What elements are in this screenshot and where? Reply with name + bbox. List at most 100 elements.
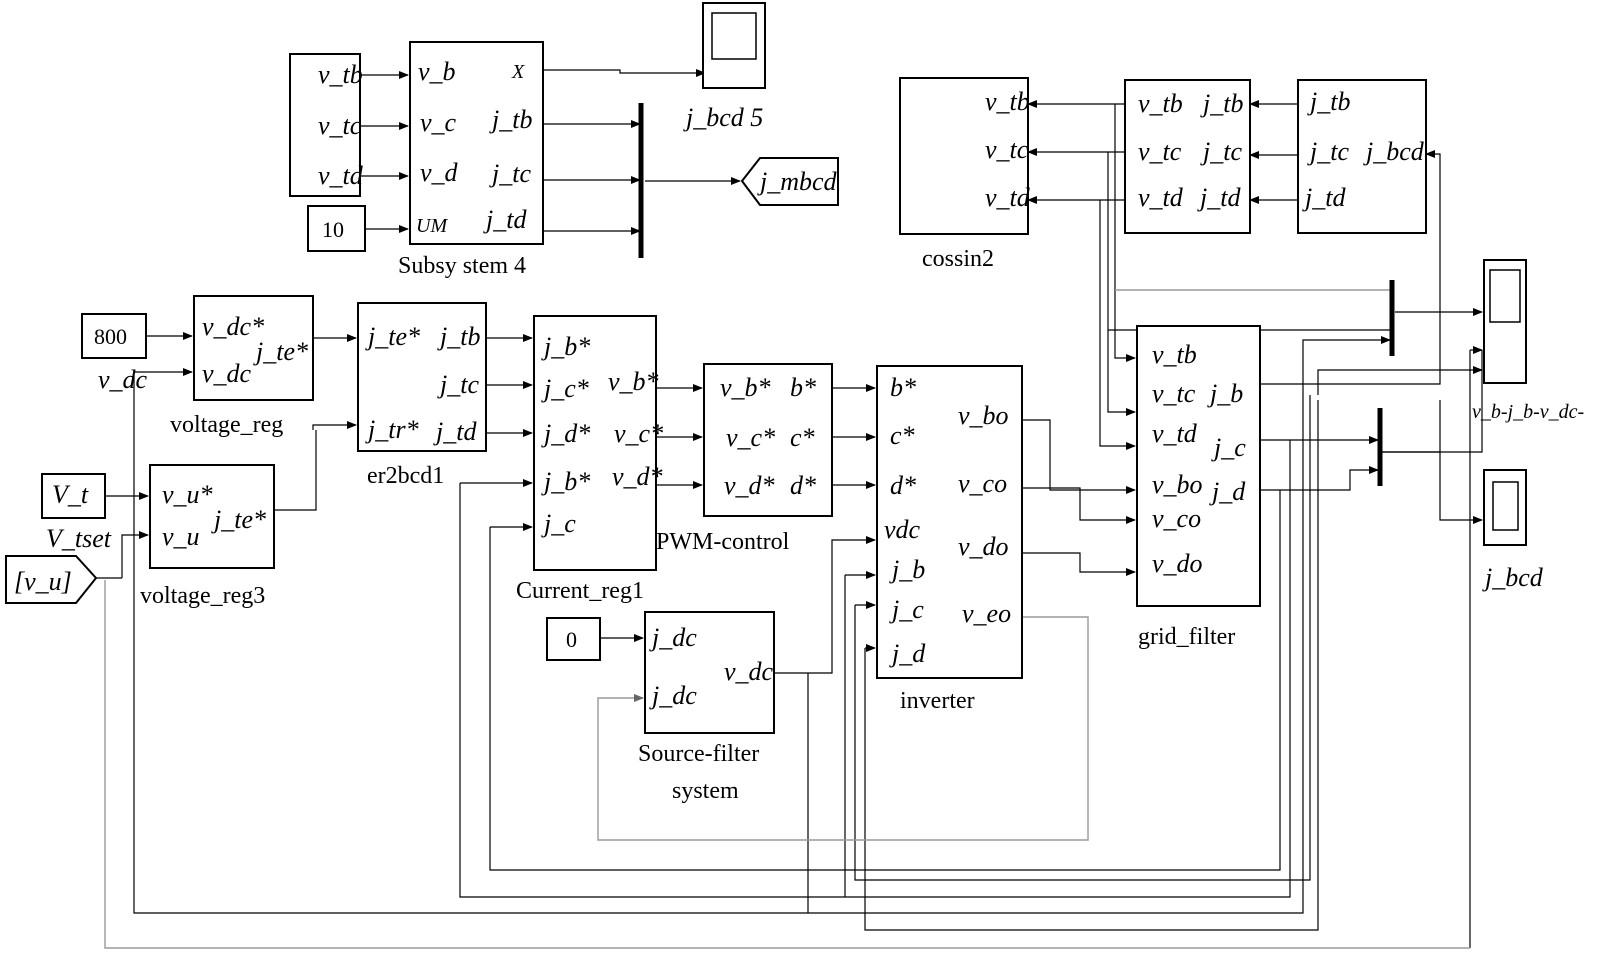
port-label: j_c* bbox=[541, 374, 589, 403]
port-label: d* bbox=[790, 471, 816, 500]
current-reg1-block[interactable]: j_b* j_c* j_d* j_b* j_c v_b* v_c* v_d* bbox=[533, 315, 663, 571]
inverter-label: inverter bbox=[900, 688, 975, 714]
source-filter-label-line1: Source-filter bbox=[638, 741, 759, 767]
port-label: v_u bbox=[162, 522, 200, 551]
wires bbox=[96, 69, 1483, 949]
pwm-control-label: PWM-control bbox=[656, 529, 790, 555]
port-label: v_d* bbox=[612, 462, 663, 491]
port-label: v_d* bbox=[724, 471, 775, 500]
port-label: c* bbox=[790, 423, 815, 452]
port-label: d* bbox=[890, 471, 916, 500]
port-label: v_tb bbox=[985, 87, 1030, 116]
cossin2-label: cossin2 bbox=[922, 246, 994, 272]
port-label: j_tc bbox=[437, 370, 479, 399]
scope-jbcd-icon[interactable] bbox=[1483, 469, 1527, 546]
port-label: j_te* bbox=[211, 505, 266, 534]
goto-jmbcd-block[interactable]: j_mbcd bbox=[740, 157, 839, 206]
source-filter-label-line2: system bbox=[672, 778, 739, 804]
port-label: j_b bbox=[1207, 379, 1243, 408]
from-vu-block[interactable]: [v_u] bbox=[5, 555, 98, 604]
voltage-reg3-block[interactable]: v_u* v_u j_te* bbox=[149, 464, 275, 569]
port-label: v_bo bbox=[958, 401, 1009, 430]
const-0-block[interactable]: 0 bbox=[546, 617, 601, 661]
port-label: j_td bbox=[433, 417, 477, 446]
vt-source-block-small[interactable]: V_t bbox=[41, 473, 106, 519]
port-label: j_tc bbox=[1200, 137, 1242, 166]
port-label: j_tc bbox=[1307, 137, 1349, 166]
port-label: vdc bbox=[884, 515, 921, 544]
port-label: j_tr* bbox=[365, 415, 419, 444]
port-label: v_tb bbox=[1152, 340, 1197, 369]
port-label: j_td bbox=[1302, 183, 1346, 212]
port-label: v_co bbox=[1152, 504, 1201, 533]
port-label: X bbox=[511, 61, 525, 83]
port-label: v_c bbox=[420, 108, 457, 137]
inverter-block[interactable]: b* c* d* vdc j_b j_c j_d v_bo v_co v_do … bbox=[876, 365, 1023, 679]
port-label: v_do bbox=[958, 532, 1009, 561]
port-label: v_td bbox=[985, 183, 1031, 212]
const-10-block[interactable]: 10 bbox=[307, 205, 366, 252]
subsystem4-block[interactable]: v_b v_c v_d UM X j_tb j_tc j_td bbox=[409, 41, 544, 245]
port-label: v_tc bbox=[985, 135, 1029, 164]
scope-vbjb-icon[interactable] bbox=[1483, 259, 1527, 384]
port-label: b* bbox=[890, 373, 916, 402]
port-label: v_b* bbox=[720, 373, 771, 402]
port-label: j_te* bbox=[365, 322, 420, 351]
port-label: v_td bbox=[1138, 183, 1184, 212]
port-label: j_tc bbox=[489, 159, 531, 188]
port-label: v_tc bbox=[1138, 137, 1182, 166]
port-label: v_b* bbox=[608, 367, 659, 396]
scope-vbjb-label: v_b-j_b-v_dc- bbox=[1472, 401, 1584, 423]
port-label: v_td bbox=[1152, 419, 1198, 448]
pwm-control-block[interactable]: v_b* v_c* v_d* b* c* d* bbox=[703, 363, 833, 517]
port-label: v_co bbox=[958, 469, 1007, 498]
cos-transform-block[interactable]: v_tb v_tc v_td j_tb j_tc j_td bbox=[1124, 79, 1251, 234]
port-label: j_c bbox=[889, 595, 924, 624]
scope-jbcd5-icon[interactable] bbox=[702, 2, 766, 89]
port-label: j_c bbox=[541, 509, 576, 538]
port-label: v_td bbox=[318, 161, 364, 190]
grid-filter-block[interactable]: v_tb v_tc v_td v_bo v_co v_do j_b j_c j_… bbox=[1136, 325, 1261, 607]
current-reg1-label: Current_reg1 bbox=[516, 578, 644, 604]
port-label: j_d bbox=[1209, 477, 1246, 506]
port-label: j_td bbox=[1197, 183, 1241, 212]
source-value: V_t bbox=[52, 480, 89, 509]
cossin2-block[interactable]: v_tb v_tc v_td bbox=[899, 77, 1031, 235]
port-label: j_dc bbox=[649, 623, 697, 652]
port-label: c* bbox=[890, 421, 915, 450]
voltage-reg-block[interactable]: v_dc* v_dc j_te* bbox=[193, 295, 314, 401]
port-label: j_bcd bbox=[1363, 137, 1425, 166]
port-label: j_tb bbox=[1307, 87, 1350, 116]
goto-tag: j_mbcd bbox=[757, 167, 838, 196]
port-label: v_dc bbox=[202, 359, 252, 388]
voltage-reg-label: voltage_reg bbox=[170, 412, 283, 438]
er2bcd1-block[interactable]: j_te* j_tr* j_tb j_tc j_td bbox=[357, 302, 487, 452]
port-label: j_d* bbox=[541, 419, 590, 448]
port-label: v_d bbox=[420, 158, 459, 187]
port-label: j_tb bbox=[489, 105, 532, 134]
vtset-label: V_tset bbox=[46, 524, 112, 553]
vdc-signal-label: v_dc bbox=[98, 365, 148, 394]
constant-value: 800 bbox=[94, 324, 127, 349]
port-label: j_b bbox=[889, 555, 925, 584]
port-label: j_c bbox=[1211, 433, 1246, 462]
port-label: j_td bbox=[483, 205, 527, 234]
voltage-reg3-label: voltage_reg3 bbox=[140, 583, 265, 609]
from-tag: [v_u] bbox=[14, 567, 72, 596]
vt-source-block[interactable]: v_tb v_tc v_td bbox=[289, 53, 364, 197]
port-label: v_tc bbox=[1152, 379, 1196, 408]
port-label: v_u* bbox=[162, 480, 213, 509]
port-label: v_c* bbox=[726, 423, 775, 452]
const-800-block[interactable]: 800 bbox=[81, 313, 147, 359]
source-filter-block[interactable]: j_dc j_dc v_dc bbox=[644, 611, 775, 734]
port-label: v_tc bbox=[318, 111, 362, 140]
constant-value: 0 bbox=[566, 627, 577, 652]
constant-value: 10 bbox=[322, 217, 344, 242]
jbcd-split-block[interactable]: j_tb j_tc j_td j_bcd bbox=[1297, 79, 1427, 234]
port-label: v_dc bbox=[724, 657, 774, 686]
port-label: v_b bbox=[418, 57, 456, 86]
grid-filter-label: grid_filter bbox=[1138, 624, 1235, 650]
port-label: j_dc bbox=[649, 681, 697, 710]
port-label: j_tb bbox=[1200, 89, 1243, 118]
